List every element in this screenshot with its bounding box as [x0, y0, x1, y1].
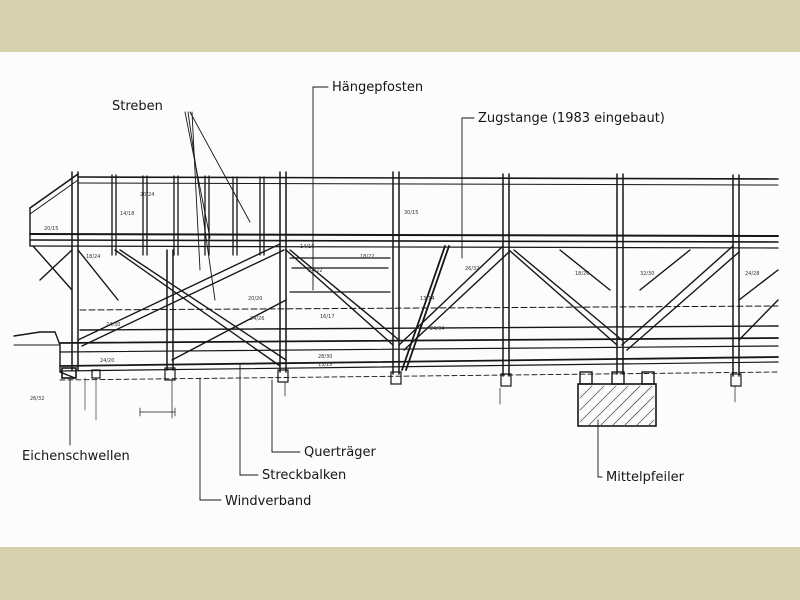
label-streckbalken: Streckbalken — [262, 468, 346, 483]
dimension-mark: 24/34 — [430, 326, 444, 332]
dimension-mark: 14/18 — [120, 211, 134, 217]
streben-posts — [111, 174, 265, 256]
abutment-left — [13, 331, 101, 421]
lower-chord — [59, 305, 779, 381]
dimension-mark: 30/15 — [404, 210, 418, 216]
dimension-mark: 24/20 — [100, 358, 114, 364]
dimension-mark: 24/28 — [745, 271, 759, 277]
dimension-mark: 26/32 — [30, 396, 44, 402]
dimension-mark: 18/26 — [575, 271, 589, 277]
label-streben: Streben — [112, 99, 163, 114]
dimension-mark: 26/32 — [465, 266, 479, 272]
haengepfosten-frame — [289, 257, 391, 293]
dimension-mark: 28/30 — [318, 354, 332, 360]
diagonal-braces — [32, 243, 779, 367]
dimension-mark: 32/30 — [640, 271, 654, 277]
dimension-mark: 24/22 — [308, 268, 322, 274]
label-eichenschwellen: Eichenschwellen — [22, 449, 130, 464]
zugstange-rod — [401, 245, 450, 371]
dimension-mark: 20/20 — [248, 296, 262, 302]
dimension-mark: 20/24 — [140, 192, 154, 198]
main-posts — [71, 171, 740, 377]
dimension-ticks — [139, 379, 736, 419]
bridge-drawing: Streben Hängepfosten Zugstange (1983 ein… — [13, 80, 779, 509]
upper-chord — [29, 233, 779, 249]
label-mittelpfeiler: Mittelpfeiler — [606, 470, 685, 485]
dimension-mark: 16/17 — [320, 314, 334, 320]
label-haengepfosten: Hängepfosten — [332, 80, 423, 95]
post-feet — [164, 367, 742, 387]
label-quertraeger: Querträger — [304, 445, 376, 460]
dimension-mark: 13/14 — [420, 296, 434, 302]
dimension-mark: 18/24 — [86, 254, 100, 260]
dimension-mark: 18/22 — [360, 254, 374, 260]
mittelpfeiler-pier — [577, 371, 657, 427]
dimension-mark: 14/16 — [300, 244, 314, 250]
dimension-mark: 20/15 — [44, 226, 58, 232]
top-border-band — [0, 0, 800, 52]
label-windverband: Windverband — [225, 494, 311, 509]
leader-lines — [69, 86, 603, 501]
dimension-mark: 24/30 — [106, 322, 120, 328]
dimension-mark: 24/26 — [250, 316, 264, 322]
bottom-border-band — [0, 547, 800, 600]
drawing-sheet: Streben Hängepfosten Zugstange (1983 ein… — [0, 52, 800, 547]
dimension-mark: 13/15 — [318, 362, 332, 368]
label-zugstange: Zugstange (1983 eingebaut) — [478, 111, 665, 126]
handrail — [29, 173, 779, 247]
